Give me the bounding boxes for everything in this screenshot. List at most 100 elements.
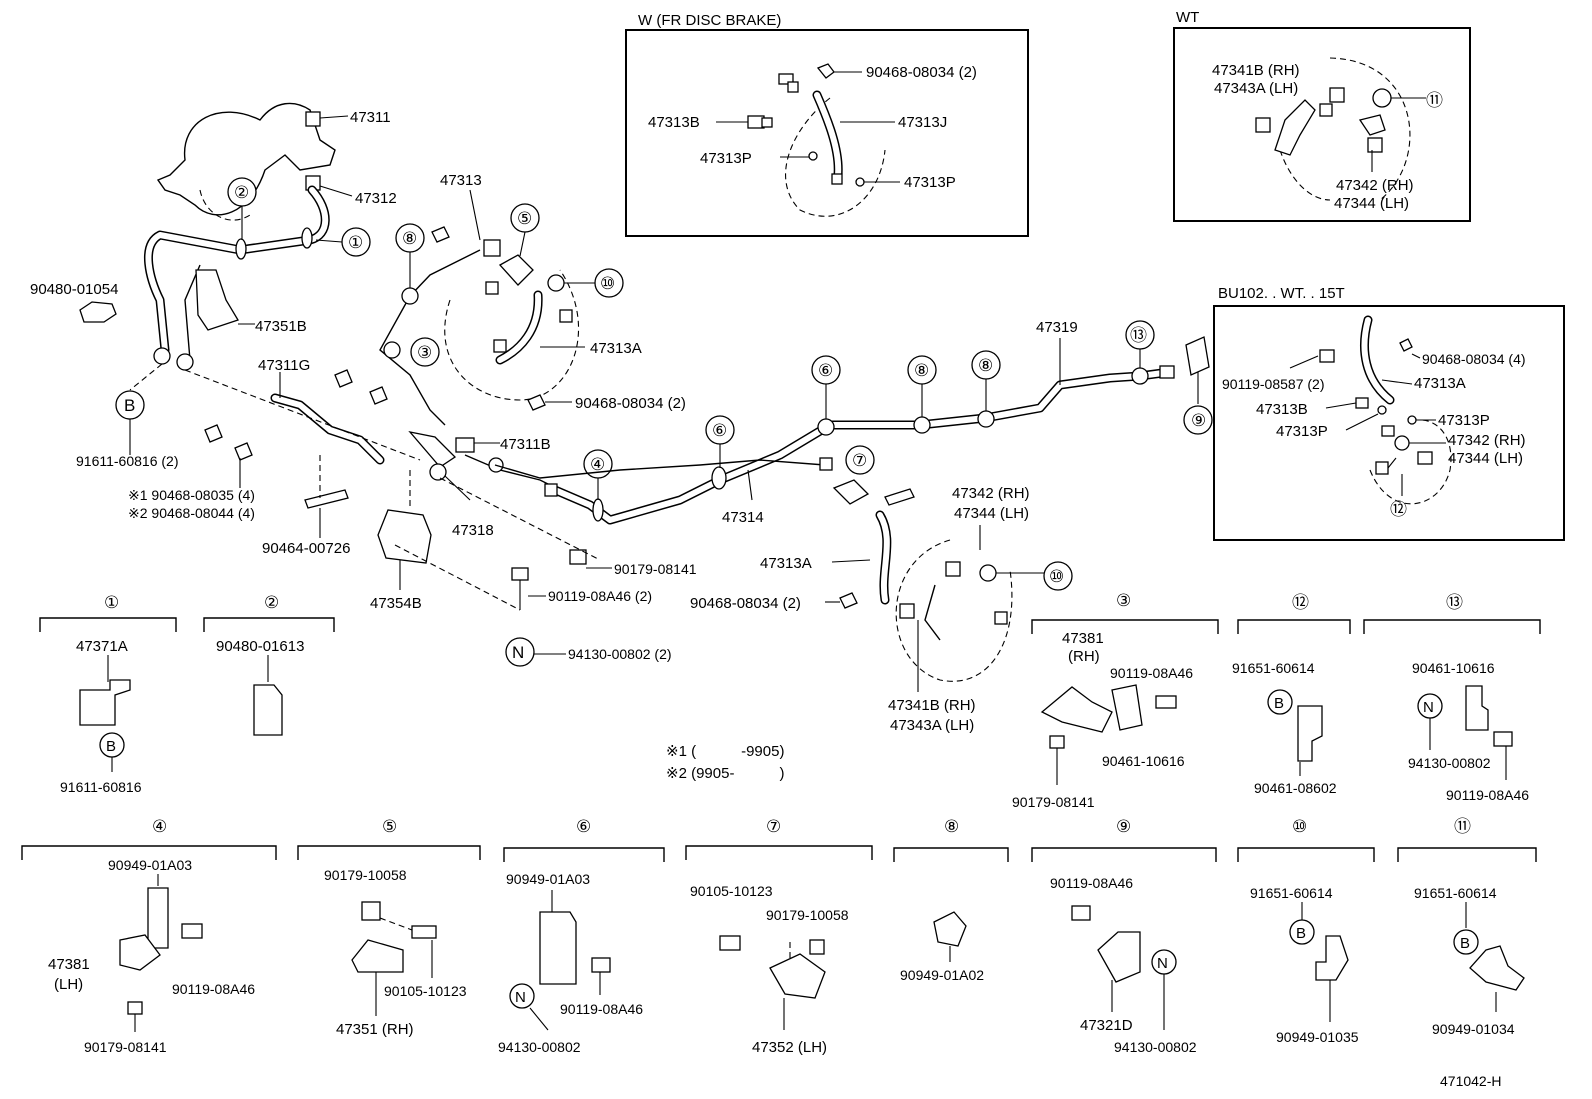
detail-number: ② (264, 593, 279, 612)
label: 90119-08A46 (172, 981, 255, 997)
inset-wt: WT 47341B (RH) 47343A (LH) ⑪ 47342 (RH) … (1173, 9, 1471, 222)
badge: B (1460, 935, 1470, 952)
badge: N (515, 989, 526, 1006)
callout-8b: ⑧ (914, 361, 929, 380)
badge: B (106, 738, 116, 755)
label: 91651-60614 (1232, 660, 1315, 676)
detail-number: ⑨ (1116, 817, 1131, 836)
label: 47342 (RH) (1448, 432, 1526, 449)
label-47319: 47319 (1036, 319, 1078, 336)
label-47311: 47311 (350, 109, 391, 126)
note-2: ※2 (9905- ) (666, 765, 784, 782)
label: 90468-08034 (4) (1422, 351, 1526, 367)
detail-11: ⑪ 91651-60614 B 90949-01034 (1397, 817, 1537, 1037)
label-47313: 47313 (440, 172, 482, 189)
inset-title: W (FR DISC BRAKE) (638, 12, 781, 29)
label: 90461-10616 (1102, 753, 1185, 769)
label: 91651-60614 (1414, 885, 1497, 901)
detail-number: ⑩ (1292, 817, 1307, 836)
clip-icon (816, 63, 835, 79)
label: (LH) (54, 976, 83, 993)
callout-2: ② (234, 183, 249, 202)
label: 47381 (48, 956, 90, 973)
label: 47321D (1080, 1017, 1133, 1034)
label: 47341B (RH) (1212, 62, 1300, 79)
detail-8: ⑧ 90949-01A02 (893, 817, 1009, 983)
label-47313A-mid: 47313A (760, 555, 812, 572)
detail-4: ④ 90949-01A03 47381 (LH) 90119-08A46 901… (21, 817, 277, 1055)
label: 90179-08141 (84, 1039, 167, 1055)
detail-5: ⑤ 90179-10058 90105-10123 47351 (RH) (297, 817, 481, 1038)
inset-title: WT (1176, 9, 1199, 26)
label: 47313P (700, 150, 752, 167)
note-1: ※1 ( -9905) (666, 743, 784, 760)
label: 91651-60614 (1250, 885, 1333, 901)
label-91611-60816-2: 91611-60816 (2) (76, 453, 178, 469)
label: 47344 (LH) (1448, 450, 1523, 467)
detail-7: ⑦ 90105-10123 90179-10058 47352 (LH) (685, 817, 873, 1056)
label-47311G: 47311G (258, 357, 310, 374)
label: 90179-08141 (1012, 794, 1095, 810)
label: 94130-00802 (498, 1039, 581, 1055)
label: 90949-01035 (1276, 1029, 1359, 1045)
label: 90461-08602 (1254, 780, 1337, 796)
detail-number: ⑥ (576, 817, 591, 836)
label: 47313B (648, 114, 700, 131)
callout-10a: ⑩ (600, 274, 615, 293)
inset-frame (1213, 305, 1565, 541)
callout-8c: ⑧ (978, 356, 993, 375)
label: 47343A (LH) (1214, 80, 1298, 97)
label-47343A-lh: 47343A (LH) (890, 717, 974, 734)
callout-7: ⑦ (852, 451, 867, 470)
label: 90119-08A46 (1446, 787, 1529, 803)
label-47354B: 47354B (370, 595, 422, 612)
label-90468-08044: ※2 90468-08044 (4) (128, 505, 255, 521)
callout-4: ④ (590, 455, 605, 474)
label: 90949-01A02 (900, 967, 984, 983)
clip-icon (79, 679, 131, 726)
label-90468-08035: ※1 90468-08035 (4) (128, 487, 255, 503)
label-90464-00726: 90464-00726 (262, 540, 350, 557)
callout-B: B (124, 396, 135, 415)
label: 47351 (RH) (336, 1021, 414, 1038)
detail-number: ⑦ (766, 817, 781, 836)
callout-6a: ⑥ (712, 421, 727, 440)
callout-9: ⑨ (1191, 411, 1206, 430)
label-47314: 47314 (722, 509, 764, 526)
detail-2: ② 90480-01613 (203, 593, 335, 736)
label-47311B: 47311B (500, 436, 551, 453)
label: 90480-01613 (216, 638, 304, 655)
inset-title: BU102. . WT. . 15T (1218, 285, 1345, 302)
detail-number: ⑧ (944, 817, 959, 836)
badge: B (1274, 695, 1284, 712)
label: 47313J (898, 114, 947, 131)
detail-9: ⑨ 90119-08A46 47321D N 94130-00802 (1031, 817, 1217, 1055)
detail-10: ⑩ 91651-60614 B 90949-01035 (1237, 817, 1375, 1045)
clip-icon (933, 911, 967, 947)
callout-6b: ⑥ (818, 361, 833, 380)
detail-number: ① (104, 593, 119, 612)
callout-11: ⑪ (1426, 91, 1443, 110)
label-47341B-rh: 47341B (RH) (888, 697, 976, 714)
label-90119-08A46-2: 90119-08A46 (2) (548, 588, 652, 604)
main-diagram: 47311 47312 ② ① 90480-01054 47351B B 916… (30, 102, 1213, 734)
label: 90119-08A46 (560, 1001, 643, 1017)
callout-3: ③ (417, 343, 432, 362)
badge: N (1423, 699, 1434, 716)
label: 90119-08A46 (1110, 665, 1193, 681)
detail-3: ③ 47381 (RH) 90119-08A46 90461-10616 901… (1012, 591, 1219, 810)
callout-10b: ⑩ (1049, 567, 1064, 586)
label-47313A-top: 47313A (590, 340, 642, 357)
bracket-icon (195, 269, 239, 331)
inset-frame (625, 29, 1029, 237)
master-cylinder (156, 102, 336, 216)
detail-number: ⑤ (382, 817, 397, 836)
clamp-icon (253, 684, 283, 736)
label: (RH) (1068, 648, 1100, 665)
detail-1: ① 47371A B 91611-60816 (39, 593, 177, 795)
detail-13: ⑬ 90461-10616 N 94130-00802 90119-08A46 (1363, 593, 1541, 803)
detail-number: ③ (1116, 591, 1131, 610)
label: 90468-08034 (2) (866, 64, 977, 81)
label-47318: 47318 (452, 522, 494, 539)
